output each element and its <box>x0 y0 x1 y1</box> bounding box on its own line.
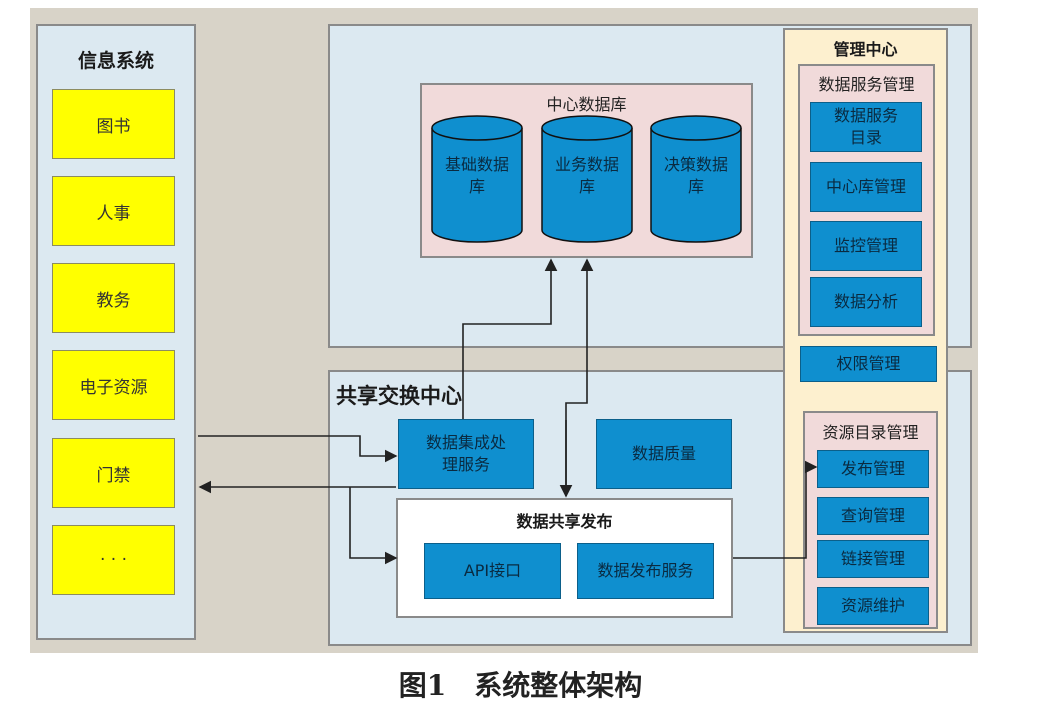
data-publish-title: 数据共享发布 <box>516 512 613 531</box>
arrow-integration-to-db <box>462 258 558 419</box>
arrow-to-api <box>349 487 398 565</box>
database-cylinders <box>431 115 742 243</box>
arrow-info-to-integration <box>198 435 398 463</box>
info-item-personnel: 人事 <box>52 176 175 246</box>
info-system-title: 信息系统 <box>77 50 154 72</box>
db-cylinder-basic <box>431 115 523 243</box>
data-publish-service: 数据发布服务 <box>577 543 714 599</box>
figure-caption: 图1 系统整体架构 <box>398 669 643 702</box>
query-mgmt: 查询管理 <box>817 497 929 535</box>
arrow-publish-to-resource <box>733 460 818 559</box>
data-analysis: 数据分析 <box>810 277 922 327</box>
info-item-e-resources: 电子资源 <box>52 350 175 420</box>
publish-mgmt: 发布管理 <box>817 450 929 488</box>
data-service-mgmt-title: 数据服务管理 <box>818 75 915 94</box>
monitoring-mgmt: 监控管理 <box>810 221 922 271</box>
data-quality: 数据质量 <box>596 419 732 489</box>
resource-maintenance: 资源维护 <box>817 587 929 625</box>
share-center-title: 共享交换中心 <box>336 384 462 408</box>
db-cylinder-decision <box>650 115 742 243</box>
link-mgmt: 链接管理 <box>817 540 929 578</box>
info-item-academic: 教务 <box>52 263 175 333</box>
info-item-more: · · · <box>52 525 175 595</box>
resource-catalog-title: 资源目录管理 <box>822 423 919 442</box>
data-service-catalog: 数据服务目录 <box>810 102 922 152</box>
info-item-library: 图书 <box>52 89 175 159</box>
db-label-basic: 基础数据库 <box>444 155 509 197</box>
api-interface: API接口 <box>424 543 561 599</box>
db-label-decision: 决策数据库 <box>663 155 728 197</box>
info-item-access-control: 门禁 <box>52 438 175 508</box>
db-label-business: 业务数据库 <box>554 155 619 197</box>
mgmt-center-title: 管理中心 <box>833 40 898 59</box>
central-db-mgmt: 中心库管理 <box>810 162 922 212</box>
db-cylinder-business <box>541 115 633 243</box>
central-db-title: 中心数据库 <box>546 95 627 114</box>
arrow-publish-to-db <box>565 258 594 496</box>
data-integration-service: 数据集成处理服务 <box>398 419 534 489</box>
permission-mgmt: 权限管理 <box>800 346 937 382</box>
